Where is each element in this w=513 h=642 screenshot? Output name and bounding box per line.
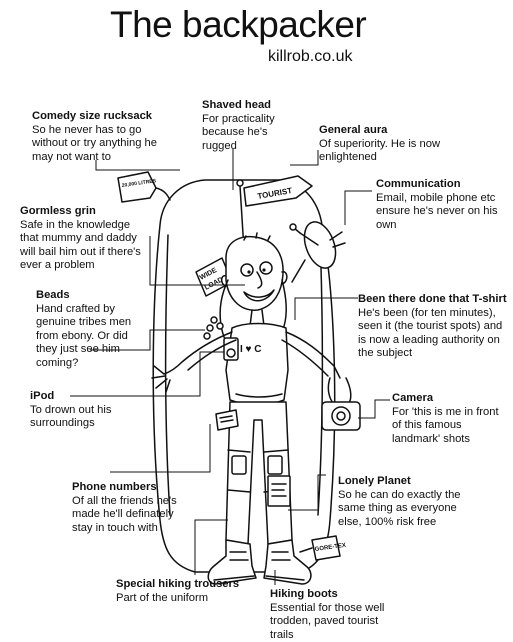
tourist-flag: TOURIST xyxy=(236,175,313,251)
svg-text:GORE-TEX: GORE-TEX xyxy=(314,543,346,553)
satellite-dish xyxy=(289,221,346,283)
svg-text:I ♥ C: I ♥ C xyxy=(240,344,262,355)
head xyxy=(220,232,288,311)
wide-load-sign: WIDE LOAD xyxy=(195,257,233,297)
trousers xyxy=(225,401,293,545)
tshirt: I ♥ C xyxy=(225,322,289,406)
lonely-planet-book xyxy=(267,475,291,507)
leader-lines xyxy=(70,149,390,585)
luggage-tag: 20,000 LITRES xyxy=(117,171,171,203)
beads xyxy=(203,316,224,340)
page-title: The backpacker xyxy=(110,4,367,45)
boots xyxy=(207,539,312,585)
gore-tex-tag: GORE-TEX xyxy=(299,535,346,561)
phone-numbers-notes xyxy=(215,409,239,431)
svg-text:20,000 LITRES: 20,000 LITRES xyxy=(121,178,157,189)
camera xyxy=(321,377,361,431)
site-url: killrob.co.uk xyxy=(268,48,353,65)
